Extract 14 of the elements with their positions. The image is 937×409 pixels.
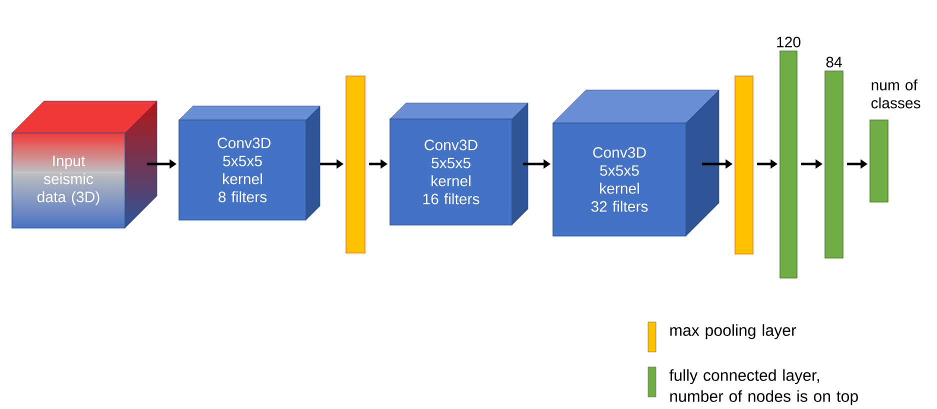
- legend-label: max pooling layer: [670, 324, 796, 340]
- dense-layer-bar: [780, 50, 798, 278]
- pooling-bar: [734, 76, 754, 254]
- pooling-bar: [346, 76, 366, 254]
- convolution-block: Conv3D 5x5x5 kernel 32 filters: [552, 90, 720, 236]
- input-cube: Input seismic data (3D): [12, 100, 158, 228]
- legend-label: fully connected layer, number of nodes is on top: [669, 369, 858, 406]
- layer-size-label: 84: [826, 56, 842, 68]
- dense-layer-bar: [870, 120, 888, 202]
- convolution-block: Conv3D 5x5x5 kernel 8 filters: [178, 106, 320, 220]
- convolution-block: Conv3D 5x5x5 kernel 16 filters: [390, 102, 528, 226]
- dense-layer-bar: [824, 70, 844, 258]
- layer-size-label: num of classes: [871, 79, 920, 108]
- layer-size-label: 120: [777, 36, 800, 48]
